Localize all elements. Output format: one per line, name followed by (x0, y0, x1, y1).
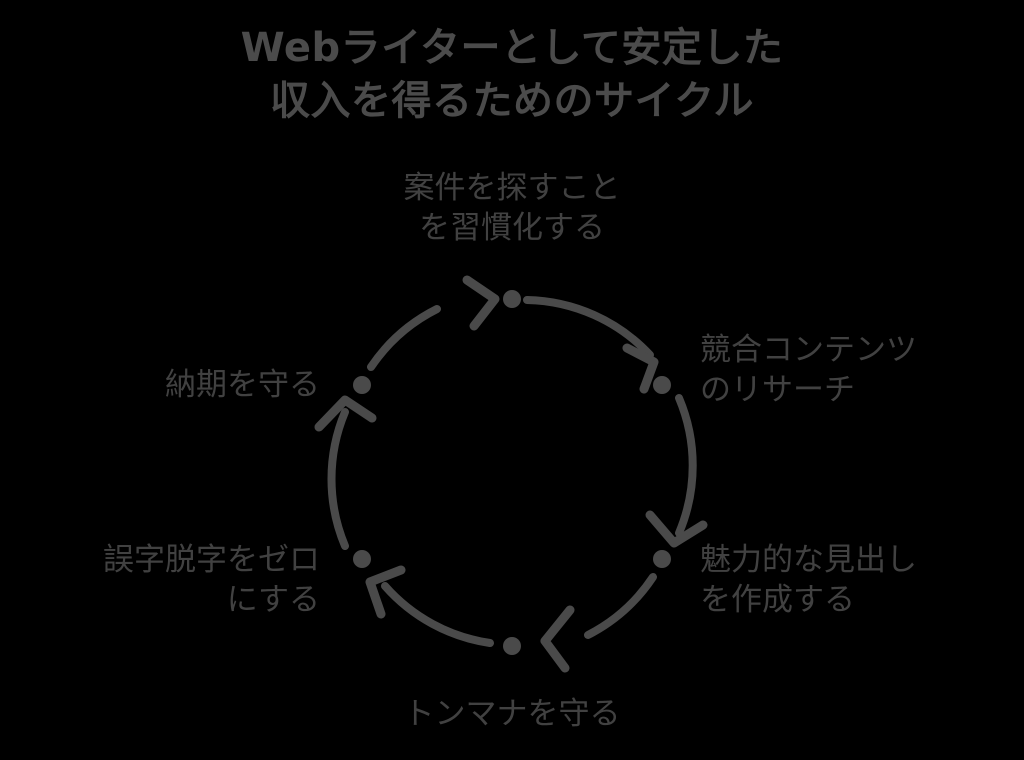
arrow-head-4 (365, 565, 406, 619)
arrow-arc-6 (367, 305, 441, 371)
arrow-arc-5 (327, 408, 349, 550)
cycle-node-5[interactable] (353, 550, 371, 568)
arrow-head-2 (645, 510, 708, 548)
page-title: Webライターとして安定した 収入を得るためのサイクル (240, 25, 784, 124)
cycle-node-label-3: 魅力的な見出し を作成する (700, 542, 917, 619)
arrow-arc-2 (675, 394, 697, 537)
arrow-head-5 (314, 395, 377, 432)
cycle-node-2[interactable] (653, 376, 671, 394)
cycle-node-label-1: 案件を探すこと を習慣化する (403, 170, 621, 247)
arrow-arc-3 (584, 573, 657, 639)
cycle-node-1[interactable] (503, 290, 521, 308)
arrow-arc-4 (381, 582, 494, 647)
arrow-head-1 (622, 343, 659, 394)
cycle-node-label-4: トンマナを守る (403, 696, 621, 732)
cycle-node-label-2: 競合コンテンツ のリサーチ (700, 332, 917, 409)
arrow-head-3 (540, 605, 575, 673)
arrow-head-6 (462, 275, 500, 331)
cycle-node-6[interactable] (353, 376, 371, 394)
cycle-node-4[interactable] (503, 637, 521, 655)
cycle-node-3[interactable] (653, 550, 671, 568)
cycle-node-label-5: 誤字脱字をゼロ にする (103, 542, 320, 619)
cycle-node-label-6: 納期を守る (165, 367, 320, 403)
arrow-arc-1 (523, 296, 654, 359)
